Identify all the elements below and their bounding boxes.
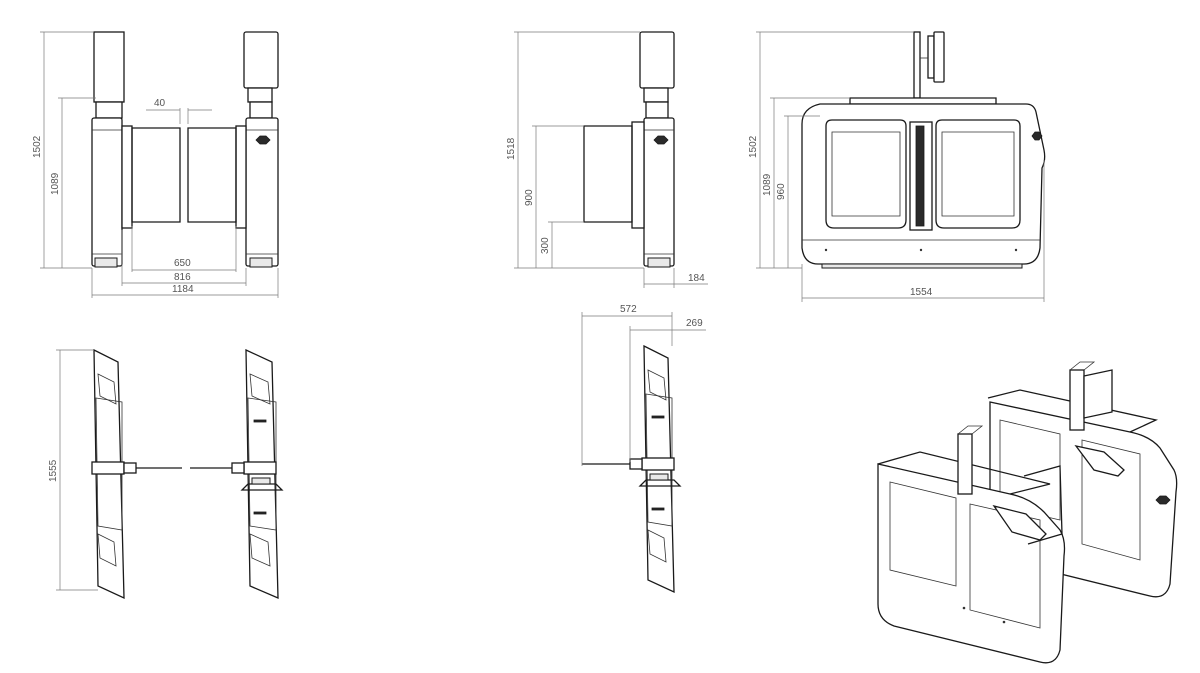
logo-badge-icon (255, 135, 271, 145)
dim-side-panel-depth: 184 (688, 273, 705, 284)
dim-front-gap: 40 (154, 98, 166, 109)
dim-front-height-total: 1502 (32, 135, 43, 158)
front-view: 1502 1089 40 650 816 1184 (32, 31, 279, 298)
end-pole (913, 31, 921, 99)
iso-display-screen (1083, 369, 1113, 419)
side-glass-flap (583, 125, 633, 223)
left-glass-flap (131, 127, 181, 223)
end-logo-badge-icon (1031, 131, 1043, 141)
dim-plan-length: 1555 (48, 459, 59, 482)
dim-end-height-panel: 960 (776, 183, 787, 200)
right-glass-flap (187, 127, 237, 223)
dim-end-height-total: 1502 (748, 135, 759, 158)
end-display-screen (933, 31, 945, 83)
left-cabinet (91, 117, 123, 267)
end-top-plate (849, 97, 997, 105)
dim-side-gate-bottom: 300 (540, 237, 551, 254)
dim-front-height-cabinet: 1089 (50, 172, 61, 195)
end-right-window (935, 119, 1021, 229)
end-left-window (825, 119, 907, 229)
dim-side-gate-height: 900 (524, 189, 535, 206)
end-view: 1502 1089 960 1554 (748, 31, 1046, 302)
dim-plan-side-offset: 269 (686, 318, 703, 329)
plan-left-arm-mount (91, 461, 125, 475)
iso-glass-flap (1023, 465, 1063, 545)
left-display-post (93, 31, 125, 103)
dim-front-passage: 650 (174, 258, 191, 269)
plan-view: 1555 (48, 348, 284, 600)
end-center-sensor-strip (915, 125, 925, 227)
dim-end-height-cabinet: 1089 (762, 173, 773, 196)
side-display-screen (639, 31, 675, 89)
dim-front-inner-width: 816 (174, 272, 191, 283)
plan-side-view: 572 269 (581, 304, 706, 594)
dim-end-length: 1554 (910, 287, 933, 298)
iso-logo-badge-icon (1155, 495, 1171, 505)
side-view: 1518 900 300 184 (506, 31, 708, 288)
dim-front-overall-width: 1184 (172, 284, 194, 295)
isometric-view (877, 361, 1178, 664)
plan-side-arm-mount (641, 457, 675, 471)
plan-right-arm-mount (243, 461, 277, 475)
dim-side-height-total: 1518 (506, 137, 517, 160)
side-logo-badge-icon (653, 135, 669, 145)
dim-plan-side-reach: 572 (620, 304, 637, 315)
right-display-screen (243, 31, 279, 89)
